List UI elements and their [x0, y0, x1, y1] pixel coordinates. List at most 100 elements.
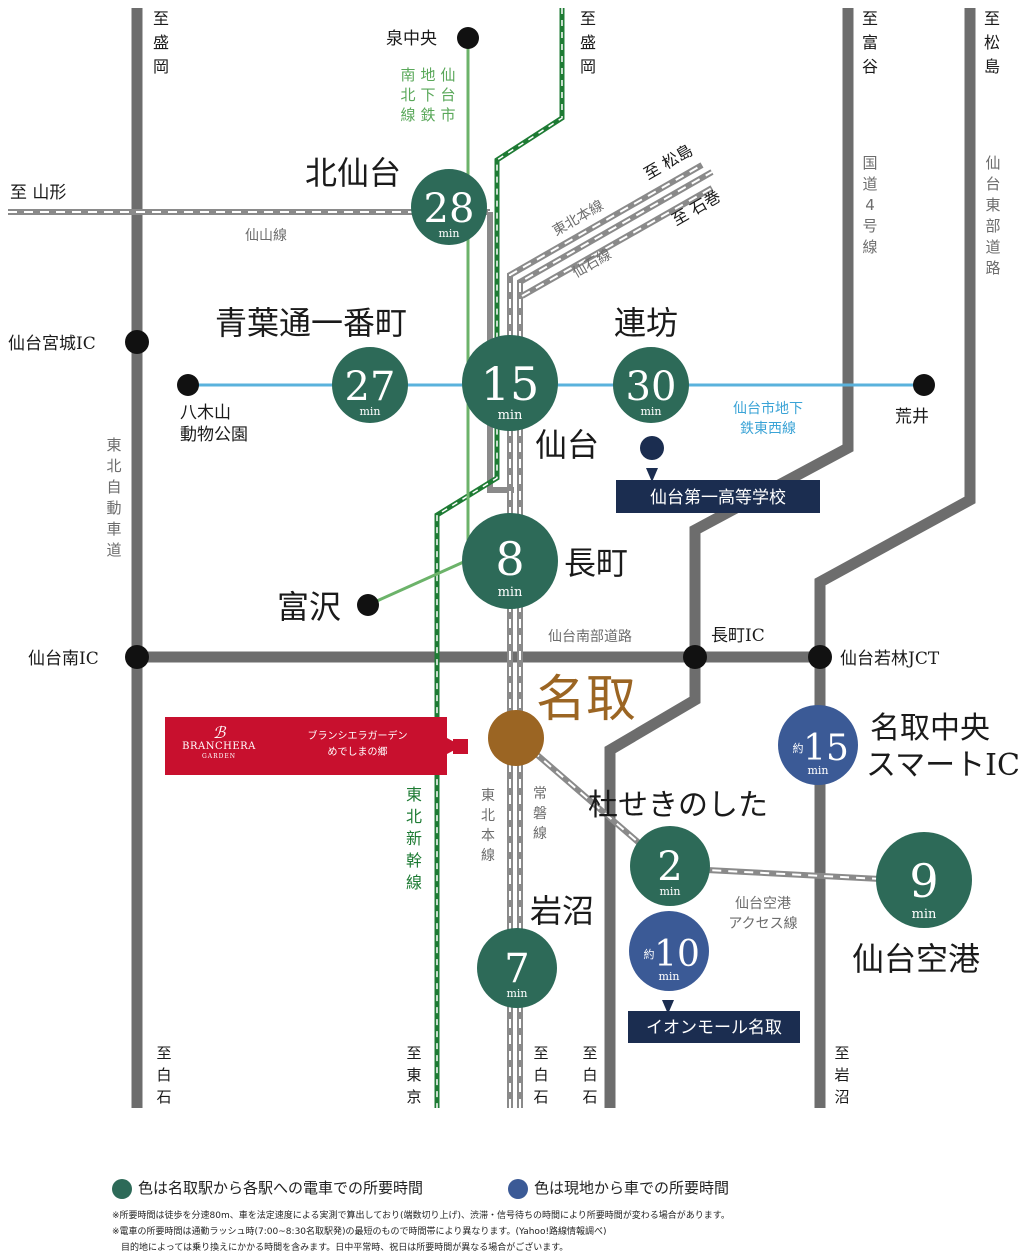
note-3: 目的地によっては乗り換えにかかる時間を含みます。日中平常時、祝日は所要時間が異な… [112, 1243, 569, 1253]
circle-natori [488, 710, 544, 766]
legend-train: 色は名取駅から各駅への電車での所要時間 [112, 1177, 423, 1199]
minutes-nagamachi: 8 [495, 532, 524, 586]
label-namboku-col1: 仙台市 [440, 66, 455, 124]
dot-tomizawa [357, 594, 379, 616]
unit-renbo: min [640, 405, 661, 418]
road-sendai-tobu [814, 8, 976, 1108]
brand-line2: めでしまの郷 [327, 747, 388, 758]
name-airport: 仙台空港 [852, 940, 980, 978]
name-nagamachi: 長町 [564, 544, 628, 582]
text-daiichi: 仙台第一高等学校 [650, 488, 786, 508]
legend-train-text: 色は名取駅から各駅への電車での所要時間 [138, 1179, 424, 1197]
circle-nagamachi [462, 513, 558, 609]
label-joban: 常磐線 [533, 786, 547, 842]
brand-line1: ブランシエラガーデン [307, 731, 408, 742]
legend-car: 色は現地から車での所要時間 [508, 1177, 729, 1199]
brand-logo-name: BRANCHERA [182, 741, 256, 752]
name-renbo: 連坊 [614, 304, 678, 342]
label-shinkansen: 東北新幹線 [406, 785, 422, 892]
name-iwanuma: 岩沼 [530, 892, 594, 930]
rail-shinkansen [434, 8, 565, 1108]
terminal-dots [125, 27, 935, 669]
brand-logo-sub: GARDEN [201, 753, 237, 760]
label-dir-tokyo: 至東京 [406, 1044, 421, 1106]
circle-airport [876, 832, 972, 928]
unit-morisekinoshita: min [659, 885, 680, 898]
minutes-iwanuma: 7 [504, 946, 529, 992]
label-dir-shiroishi-left: 至白石 [156, 1044, 171, 1106]
label-airport-access: 仙台空港アクセス線 [728, 896, 797, 932]
name-aobadori: 青葉通一番町 [215, 304, 407, 342]
minutes-aeon: 10 [654, 934, 700, 975]
label-dir-shiroishi-right: 至白石 [582, 1044, 597, 1106]
site-marker [453, 739, 468, 754]
minutes-morisekinoshita: 2 [657, 844, 682, 890]
label-namboku-col3: 南北線 [400, 66, 415, 124]
label-arai: 荒井 [895, 407, 929, 427]
note-2: ※電車の所要時間は通勤ラッシュ時(7:00~8:30名取駅発)の最短のもので時間… [112, 1227, 607, 1237]
label-tozai: 仙台市地下鉄東西線 [733, 400, 803, 437]
label-nagamachi-ic: 長町IC [711, 626, 765, 646]
roads [131, 8, 976, 1108]
box-daiichi [616, 480, 820, 513]
pointer-daiichi [646, 468, 658, 482]
circle-daiichi [640, 436, 664, 460]
legend-car-text: 色は現地から車での所要時間 [534, 1179, 730, 1197]
circle-renbo [613, 347, 689, 423]
brand-box: ℬ BRANCHERA GARDEN ブランシエラガーデン めでしまの郷 [165, 717, 447, 775]
unit-aeon: min [658, 970, 679, 983]
minutes-aobadori: 27 [345, 364, 396, 410]
note-1: ※所要時間は徒歩を分速80m、車を法定速度による実測で算出しており(端数切り上げ… [112, 1211, 730, 1221]
brand-logo: ℬ BRANCHERA GARDEN [179, 725, 259, 761]
minutes-airport: 9 [909, 854, 938, 908]
label-dir-shiroishi-mid: 至白石 [533, 1044, 548, 1106]
unit-aobadori: min [359, 405, 380, 418]
label-yagiyama: 八木山動物公園 [180, 403, 248, 445]
unit-iwanuma: min [506, 987, 527, 1000]
name-kitasendai: 北仙台 [305, 154, 401, 192]
label-sendai-miyagi-ic: 仙台宮城IC [8, 334, 96, 354]
legend: 色は名取駅から各駅への電車での所要時間 色は現地から車での所要時間 [112, 1175, 1012, 1201]
name-natori-chuo-ic-2: スマートIC [866, 748, 1020, 783]
label-sendai-nanbu: 仙台南部道路 [548, 629, 632, 645]
name-natori-chuo-ic-1: 名取中央 [870, 711, 990, 746]
circle-kitasendai [411, 169, 487, 245]
name-sendai: 仙台 [535, 426, 599, 464]
label-tohoku-expressway: 東北自動車道 [106, 436, 121, 559]
dot-izumi-chuo [457, 27, 479, 49]
label-wakabayashi-jct: 仙台若林JCT [840, 649, 940, 669]
unit-nagamachi: min [498, 585, 523, 600]
dot-nagamachi-ic [683, 645, 707, 669]
dot-arai [913, 374, 935, 396]
label-dir-matsushima-top: 至松島 [984, 9, 1000, 76]
prefix-aeon: 約 [644, 947, 655, 961]
name-morisekinoshita: 杜せきのした [588, 788, 768, 823]
brand-text: ブランシエラガーデン めでしまの郷 [275, 729, 440, 761]
name-natori: 名取 [536, 670, 636, 728]
dot-sendai-miyagi-ic [125, 330, 149, 354]
label-senzan: 仙山線 [245, 228, 287, 244]
minutes-kitasendai: 28 [424, 186, 475, 232]
unit-sendai: min [498, 408, 523, 423]
dot-yagiyama [177, 374, 199, 396]
label-tohoku-main-bottom: 東北本線 [481, 788, 495, 864]
circle-aobadori [332, 347, 408, 423]
dot-sendai-minami-ic [125, 645, 149, 669]
road-kokudo4 [604, 8, 854, 1108]
label-dir-iwanuma: 至岩沼 [834, 1044, 849, 1106]
legend-train-dot [112, 1178, 132, 1199]
label-matsushima: 至 松島 [641, 140, 696, 183]
label-izumi-chuo: 泉中央 [386, 29, 437, 49]
unit-natori-chuo-ic: min [807, 764, 828, 777]
circle-natori-chuo-ic [778, 705, 858, 785]
rail-tohoku-senseki [507, 162, 714, 1108]
minutes-natori-chuo-ic: 15 [803, 728, 849, 769]
label-sendai-tobu: 仙台東部道路 [985, 154, 1000, 277]
circle-sendai [462, 335, 558, 431]
rail-senzan [8, 209, 514, 493]
text-aeon: イオンモール名取 [646, 1018, 782, 1038]
label-dir-morioka-left: 至盛岡 [153, 9, 169, 76]
notes: ※所要時間は徒歩を分速80m、車を法定速度による実測で算出しており(端数切り上げ… [112, 1208, 1012, 1256]
